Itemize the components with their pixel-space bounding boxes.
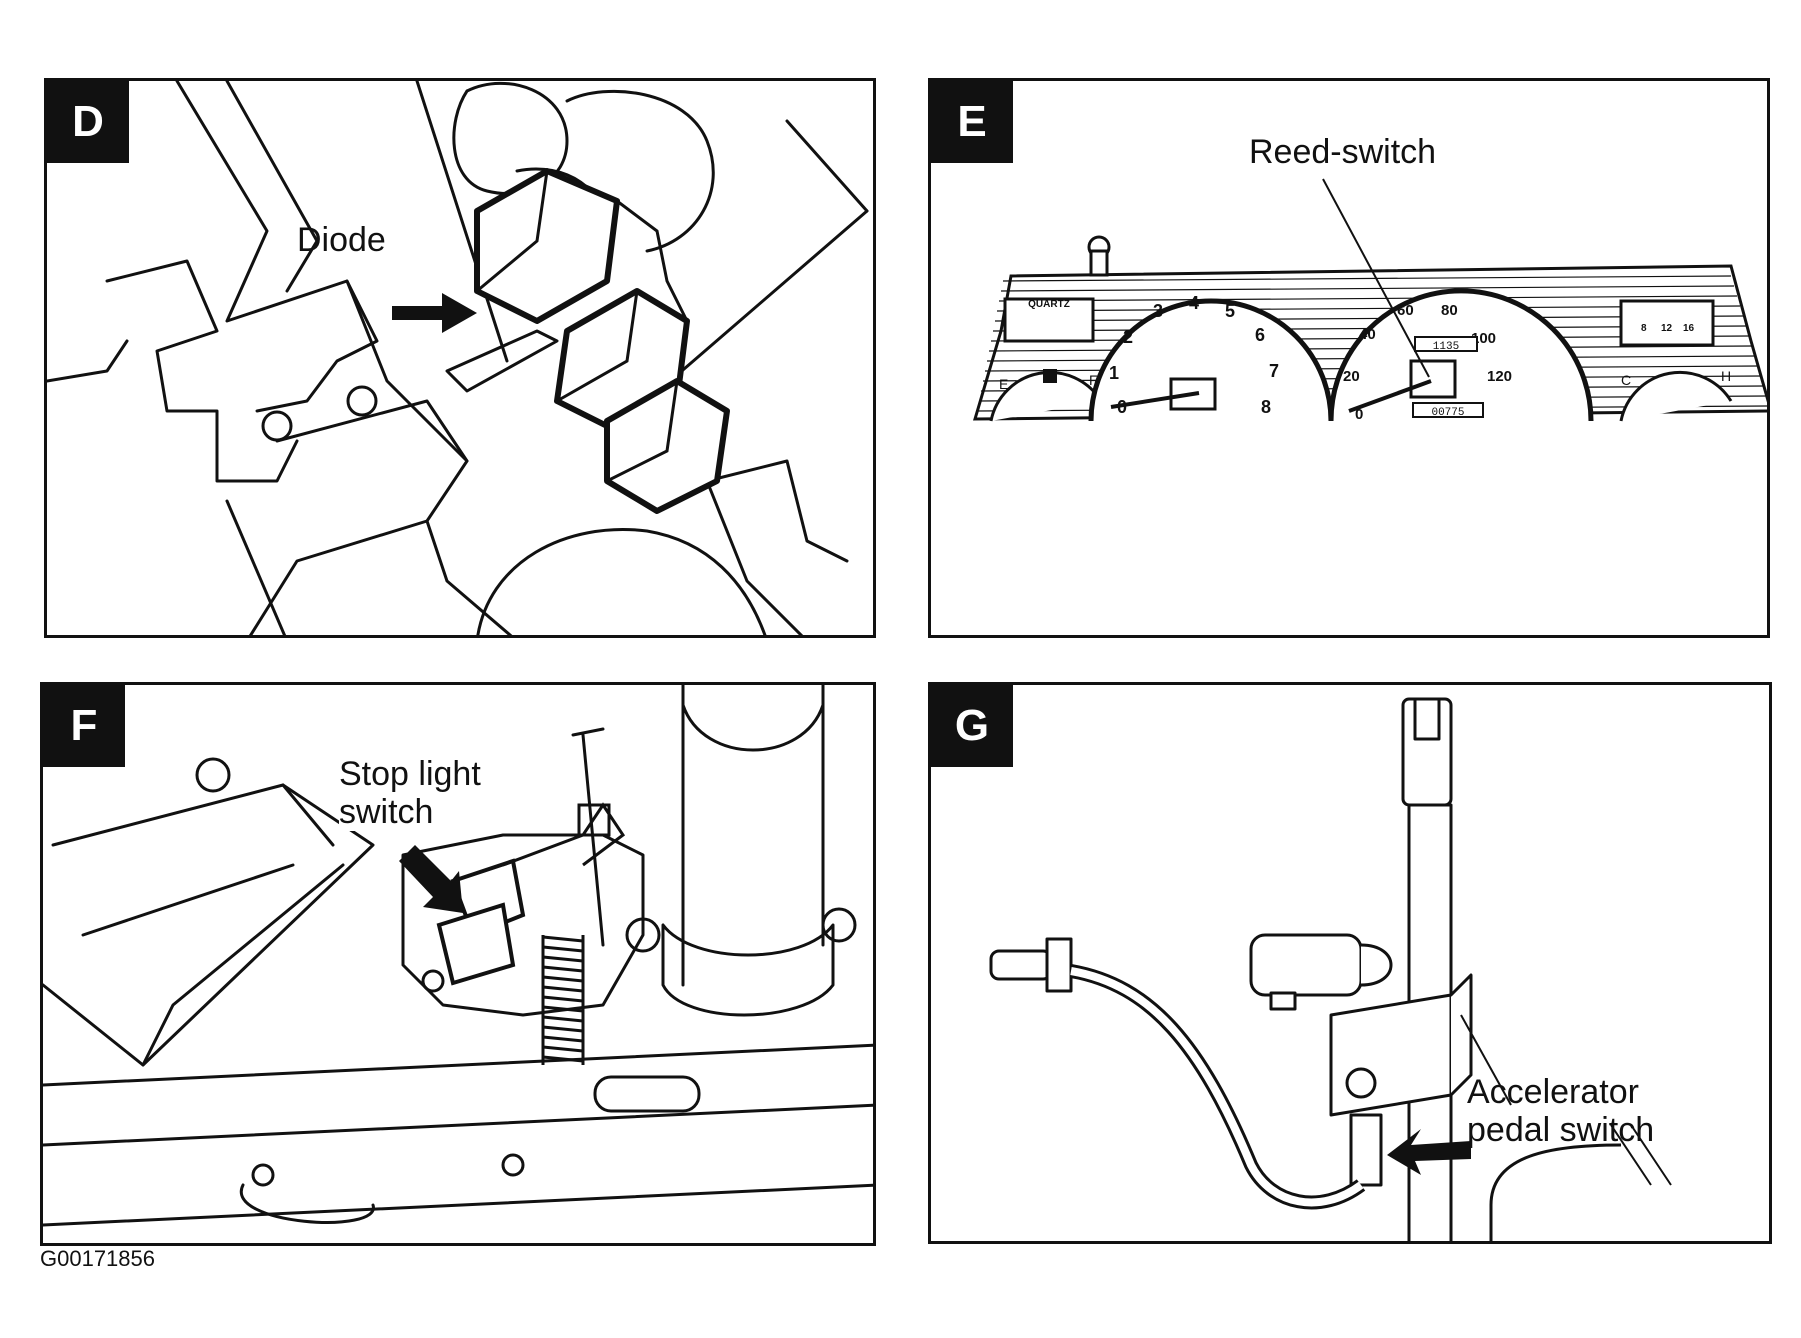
gauge-8: 8 <box>1641 323 1647 334</box>
speed-120: 120 <box>1487 368 1512 385</box>
instrument-cluster: QUARTZ E F 0 1 2 3 4 5 6 7 8 0 20 40 60 … <box>972 178 1767 423</box>
tach-1: 1 <box>1109 363 1119 383</box>
figure-id: G00171856 <box>40 1246 155 1271</box>
temp-h: H <box>1721 368 1731 384</box>
panel-e-letter: E <box>931 81 1013 163</box>
diode-label: Diode <box>297 221 386 259</box>
right-display <box>1619 299 1715 347</box>
accelerator-label-line1: Accelerator <box>1467 1073 1639 1111</box>
panel-f: F <box>40 682 876 1246</box>
gauge-16: 16 <box>1683 323 1695 334</box>
stop-light-switch-arrow <box>399 845 463 913</box>
panel-d-letter: D <box>47 81 129 163</box>
tach-8: 8 <box>1261 397 1271 417</box>
tach-4: 4 <box>1189 293 1199 313</box>
stop-light-switch-illustration <box>43 685 873 1227</box>
speed-60: 60 <box>1397 302 1414 319</box>
speed-0: 0 <box>1355 406 1363 423</box>
stop-light-label-line1: Stop light <box>339 755 481 793</box>
trip-odometer <box>1414 336 1478 352</box>
speed-40: 40 <box>1359 326 1376 343</box>
trip-digits: 1135 <box>1433 341 1459 353</box>
reed-switch-leader <box>1322 178 1430 378</box>
tach-2: 2 <box>1123 327 1133 347</box>
diode-arrow <box>392 293 477 333</box>
tach-3: 3 <box>1153 301 1163 321</box>
gauge-12: 12 <box>1661 323 1673 334</box>
tach-6: 6 <box>1255 325 1265 345</box>
accelerator-pedal-switch-illustration <box>989 697 1672 1241</box>
clock-label: QUARTZ <box>1028 299 1070 310</box>
panel-g-letter: G <box>931 685 1013 767</box>
panel-g: G <box>928 682 1772 1244</box>
odo-digits: 00775 <box>1431 407 1464 419</box>
speed-80: 80 <box>1441 302 1458 319</box>
speed-needle <box>1348 379 1432 413</box>
fuel-f: F <box>1089 372 1098 388</box>
diode-illustration <box>47 81 869 635</box>
odometer <box>1412 402 1484 418</box>
tach-5: 5 <box>1225 301 1235 321</box>
accelerator-label-line2: pedal switch <box>1467 1111 1655 1149</box>
reed-switch-label: Reed-switch <box>1249 133 1437 171</box>
accelerator-switch-arrow <box>1387 1129 1471 1175</box>
panel-e: E Reed-switch QUARTZ E F 0 1 2 3 <box>928 78 1770 638</box>
speed-20: 20 <box>1343 368 1360 385</box>
temp-c: C <box>1621 372 1631 388</box>
panel-f-letter: F <box>43 685 125 767</box>
fuel-pump-icon <box>1043 369 1057 383</box>
tach-7: 7 <box>1269 361 1279 381</box>
tach-needle <box>1110 391 1200 409</box>
accelerator-leader <box>1460 1014 1512 1106</box>
fuel-e: E <box>999 376 1008 392</box>
clock-display <box>1003 297 1095 343</box>
stop-light-label-line2: switch <box>339 793 434 831</box>
panel-d: D <box>44 78 876 638</box>
